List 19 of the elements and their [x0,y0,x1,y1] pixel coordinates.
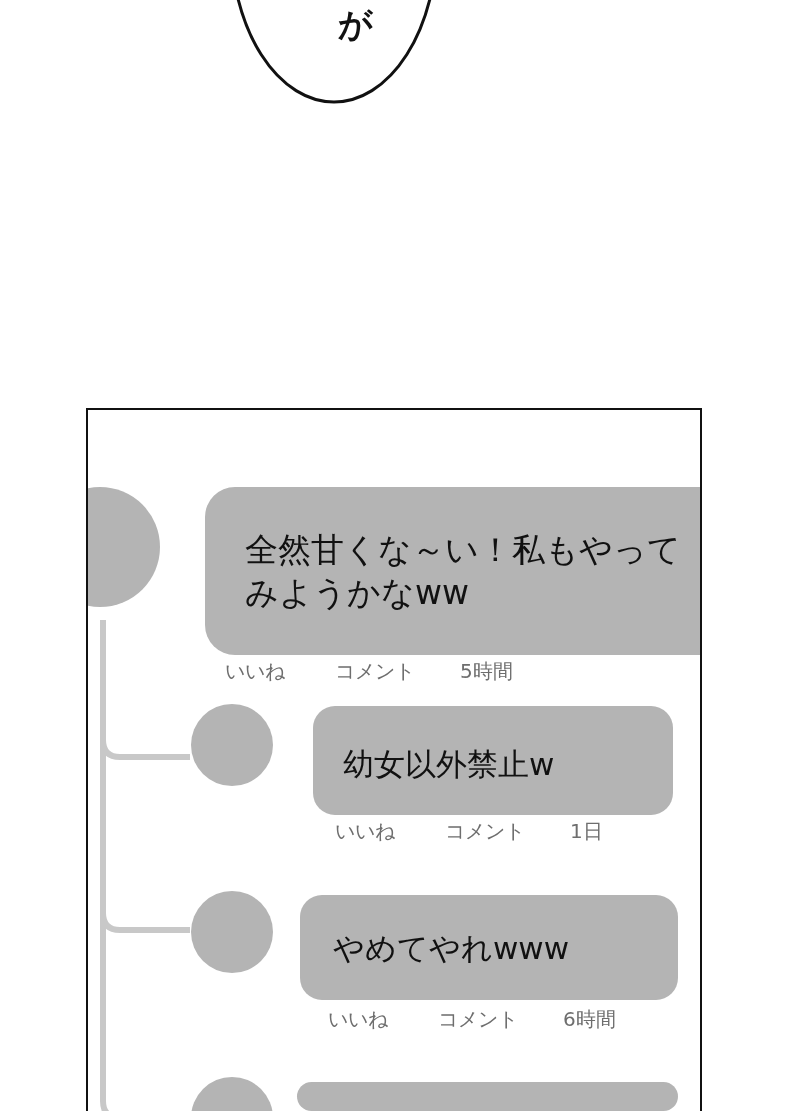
comment-link: コメント [445,818,525,845]
timestamp: 1日 [570,818,603,845]
timestamp: 6時間 [563,1006,616,1033]
comment-bubble [313,706,673,815]
like-link: いいね [225,658,285,685]
avatar-circle [191,891,273,973]
comment-bubble [300,895,678,1000]
like-link: いいね [328,1006,388,1033]
comment-link: コメント [438,1006,518,1033]
comment-text: 全然甘くな～い！私もやってみようかなww [245,529,682,614]
like-link: いいね [335,818,395,845]
avatar-circle [191,704,273,786]
comment-link: コメント [335,658,415,685]
comment-text: 幼女以外禁止w [343,745,556,784]
comment-text: やめてやれwww [333,929,571,968]
speech-text: が [338,3,373,46]
comment-bubble [297,1082,678,1111]
timestamp: 5時間 [460,658,513,685]
comment-bubble [205,487,700,655]
